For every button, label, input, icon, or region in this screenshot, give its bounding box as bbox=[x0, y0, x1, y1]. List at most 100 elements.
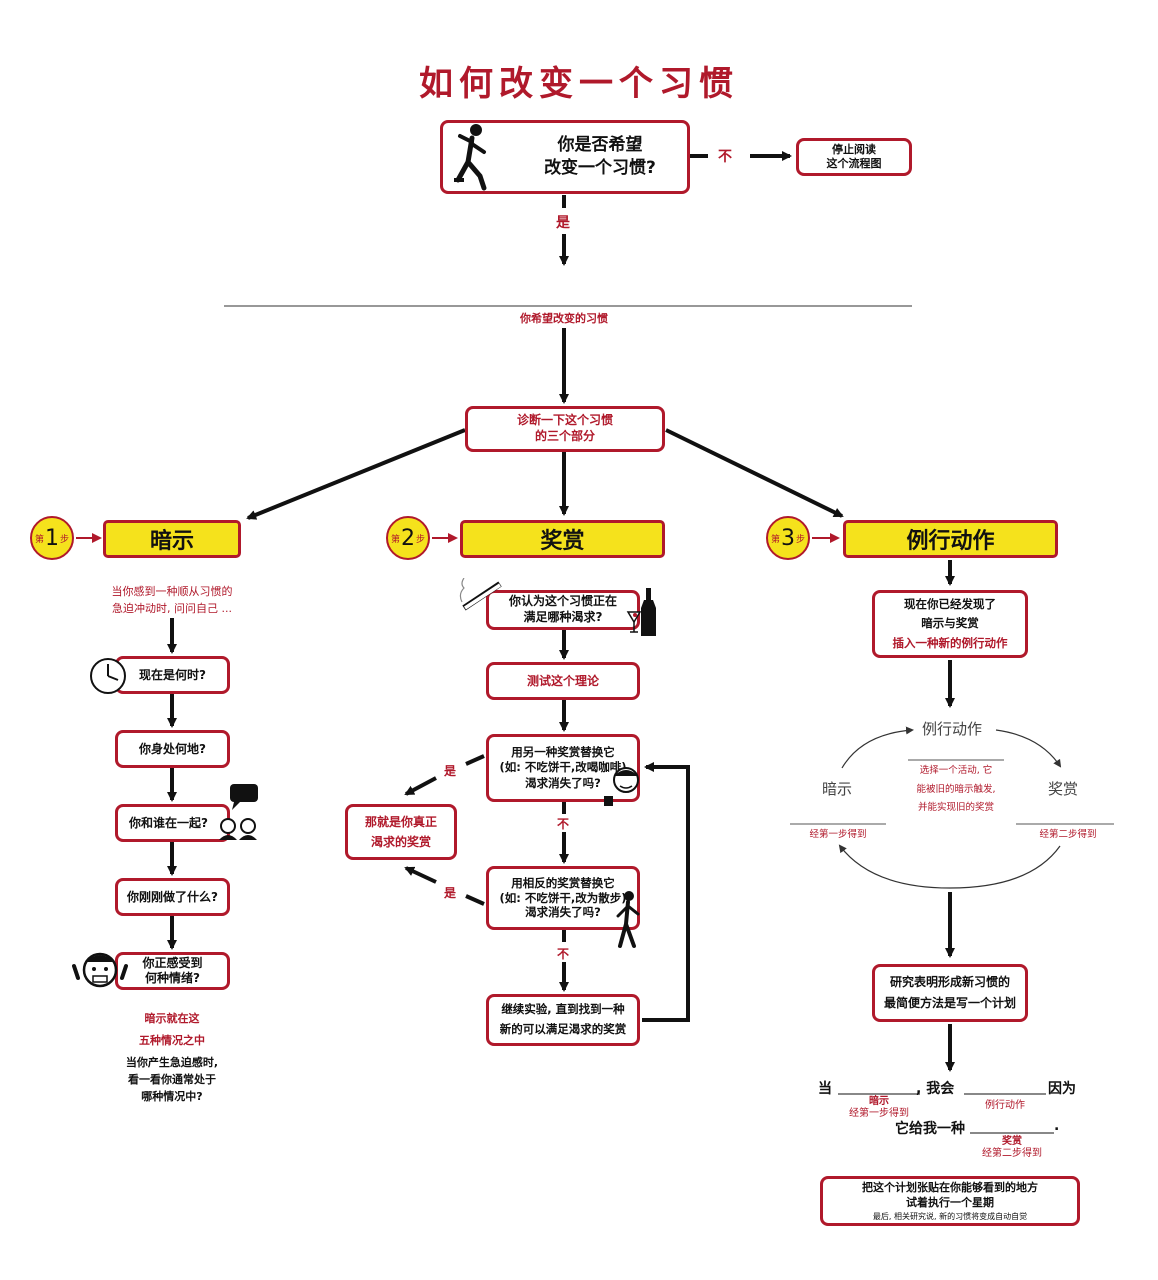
loop-reward-sub: 经第二步得到 bbox=[1039, 829, 1097, 840]
loop-cue-label: 暗示 bbox=[822, 780, 853, 798]
alt1-line-1: 用另一种奖赏替换它 bbox=[511, 744, 615, 759]
sentence-when: 当 bbox=[818, 1081, 832, 1097]
cue-q5-line-1: 你正感受到 bbox=[142, 956, 203, 970]
craving-line-1: 你认为这个习惯正在 bbox=[508, 594, 617, 609]
diagnose-box: 诊断一下这个习惯 的三个部分 bbox=[465, 406, 665, 452]
clock-icon bbox=[90, 658, 126, 694]
loop-desc-line-2: 能被旧的暗示触发, bbox=[916, 783, 996, 795]
yes-label: 是 bbox=[556, 215, 570, 231]
title-part-2: 一个习惯 bbox=[579, 64, 739, 104]
change-habit-question: 你是否希望 改变一个习惯? bbox=[440, 120, 690, 194]
cue-end-line-2: 看一看你通常处于 bbox=[128, 1073, 216, 1087]
blank-cue-sub-text: 经第一步得到 bbox=[849, 1107, 909, 1119]
walking-man-icon bbox=[454, 124, 487, 191]
cigarette-icon bbox=[459, 578, 502, 611]
craving-line-2: 满足哪种渴求? bbox=[523, 610, 603, 624]
cue-summary-line-1: 暗示就在这 bbox=[144, 1012, 200, 1025]
alt2-line-1: 用相反的奖赏替换它 bbox=[511, 875, 615, 890]
test-text: 测试这个理论 bbox=[526, 673, 599, 688]
plan-line-1: 研究表明形成新习惯的 bbox=[889, 975, 1010, 989]
loop-desc-line-3: 并能实现旧的奖赏 bbox=[917, 802, 994, 814]
blank-reward-text: 奖赏 bbox=[1002, 1136, 1022, 1147]
walking-person-icon bbox=[616, 891, 640, 948]
final-line-3: 最后, 相关研究说, 新的习惯将变成自动自觉 bbox=[872, 1211, 1028, 1221]
found-line-2: 暗示与奖赏 bbox=[921, 616, 979, 631]
blank-routine-label: 例行动作 bbox=[985, 1100, 1025, 1111]
step-1-prefix: 第 bbox=[34, 534, 44, 545]
continue-experiment-box: 继续实验, 直到找到一种 新的可以满足渴求的奖赏 bbox=[486, 994, 640, 1046]
cue-intro-line-1: 当你感到一种顺从习惯的 bbox=[111, 585, 233, 598]
cue-intro: 当你感到一种顺从习惯的 急迫冲动时, 问问自己 ... bbox=[72, 584, 272, 617]
alt2-line-2: (如: 不吃饼干,改为散步) bbox=[499, 890, 627, 905]
step-3-prefix: 第 bbox=[770, 534, 780, 545]
plan-line-2: 最简便方法是写一个计划 bbox=[883, 996, 1016, 1010]
loop-description: 选择一个活动, 它 能被旧的暗示触发, 并能实现旧的奖赏 bbox=[876, 762, 1036, 818]
continue-line-1: 继续实验, 直到找到一种 bbox=[501, 1002, 625, 1017]
alt2-line-3: 渴求消失了吗? bbox=[525, 905, 601, 920]
question-line-2: 改变一个习惯? bbox=[544, 158, 656, 178]
loop-cue-sub: 经第一步得到 bbox=[809, 829, 867, 840]
coffee-person-icon bbox=[604, 767, 639, 806]
people-talking-icon bbox=[219, 784, 258, 840]
cue-q3-text: 你和谁在一起? bbox=[129, 815, 208, 830]
yes-branch-1: 是 bbox=[444, 764, 457, 778]
step-1-suffix: 步 bbox=[60, 534, 70, 545]
no-branch-1: 不 bbox=[557, 817, 570, 831]
stop-reading-box: 停止阅读 这个流程图 bbox=[796, 138, 912, 176]
cue-q1-text: 现在是何时? bbox=[139, 667, 206, 682]
step-2-suffix: 步 bbox=[416, 534, 426, 545]
cue-question-when: 现在是何时? bbox=[115, 656, 230, 694]
cue-end-question: 当你产生急迫感时, 看一看你通常处于 哪种情况中? bbox=[72, 1054, 272, 1105]
alt1-line-2: (如: 不吃饼干,改喝咖啡) bbox=[499, 760, 627, 775]
final-line-2: 试着执行一个星期 bbox=[906, 1196, 994, 1210]
write-plan-box: 研究表明形成新习惯的 最简便方法是写一个计划 bbox=[872, 964, 1028, 1022]
cue-heading: 暗示 bbox=[103, 520, 241, 558]
cue-end-line-1: 当你产生急迫感时, bbox=[125, 1056, 219, 1069]
reward-craving-box: 你认为这个习惯正在 满足哪种渴求? bbox=[486, 590, 640, 630]
alt-reward-1-box: 用另一种奖赏替换它 (如: 不吃饼干,改喝咖啡) 渴求消失了吗? bbox=[486, 734, 640, 802]
no-label: 不 bbox=[718, 149, 732, 165]
step-3-number: 3 bbox=[781, 525, 795, 551]
cue-summary: 暗示就在这 五种情况之中 bbox=[72, 1008, 272, 1052]
step-1-number: 1 bbox=[45, 525, 59, 551]
cue-question-emotion: 你正感受到 何种情绪? bbox=[115, 952, 230, 990]
loop-desc-line-1: 选择一个活动, 它 bbox=[919, 765, 993, 776]
blank-reward-sub-text: 经第二步得到 bbox=[982, 1148, 1042, 1159]
alt1-line-3: 渴求消失了吗? bbox=[525, 775, 601, 790]
stop-line-1: 停止阅读 bbox=[832, 142, 876, 156]
blank-cue-text: 暗示 bbox=[869, 1096, 889, 1107]
habit-label: 你希望改变的习惯 bbox=[520, 312, 608, 325]
real-reward-box: 那就是你真正 渴求的奖赏 bbox=[345, 804, 457, 860]
cue-question-where: 你身处何地? bbox=[115, 730, 230, 768]
cue-summary-line-2: 五种情况之中 bbox=[139, 1034, 205, 1047]
cue-end-line-3: 哪种情况中? bbox=[141, 1090, 203, 1104]
yes-branch-2: 是 bbox=[444, 886, 457, 900]
sentence-i-will: , 我会 bbox=[916, 1081, 955, 1097]
cue-q5-line-2: 何种情绪? bbox=[145, 971, 200, 985]
real-line-1: 那就是你真正 bbox=[364, 814, 437, 829]
loop-routine-label: 例行动作 bbox=[922, 720, 983, 738]
found-line-1: 现在你已经发现了 bbox=[904, 596, 996, 611]
wine-bottle-icon bbox=[626, 588, 656, 636]
step-2-prefix: 第 bbox=[390, 534, 400, 545]
sentence-period: . bbox=[1054, 1118, 1060, 1134]
step-2-number: 2 bbox=[401, 525, 415, 551]
alt-reward-2-box: 用相反的奖赏替换它 (如: 不吃饼干,改为散步) 渴求消失了吗? bbox=[486, 866, 640, 930]
test-theory-box: 测试这个理论 bbox=[486, 662, 640, 700]
title-part-1: 如何改变 bbox=[419, 64, 579, 104]
routine-heading: 例行动作 bbox=[843, 520, 1058, 558]
loop-reward-label: 奖赏 bbox=[1048, 780, 1079, 798]
insert-routine-box: 现在你已经发现了 暗示与奖赏 插入一种新的例行动作 bbox=[872, 590, 1028, 658]
reward-heading: 奖赏 bbox=[460, 520, 665, 558]
found-line-3: 插入一种新的例行动作 bbox=[892, 635, 1008, 650]
cue-question-who: 你和谁在一起? bbox=[115, 804, 230, 842]
post-plan-box: 把这个计划张贴在你能够看到的地方 试着执行一个星期 最后, 相关研究说, 新的习… bbox=[820, 1176, 1080, 1226]
cue-q2-text: 你身处何地? bbox=[139, 741, 206, 756]
no-branch-2: 不 bbox=[557, 947, 570, 961]
cue-question-what: 你刚刚做了什么? bbox=[115, 878, 230, 916]
question-line-1: 你是否希望 bbox=[557, 135, 643, 156]
